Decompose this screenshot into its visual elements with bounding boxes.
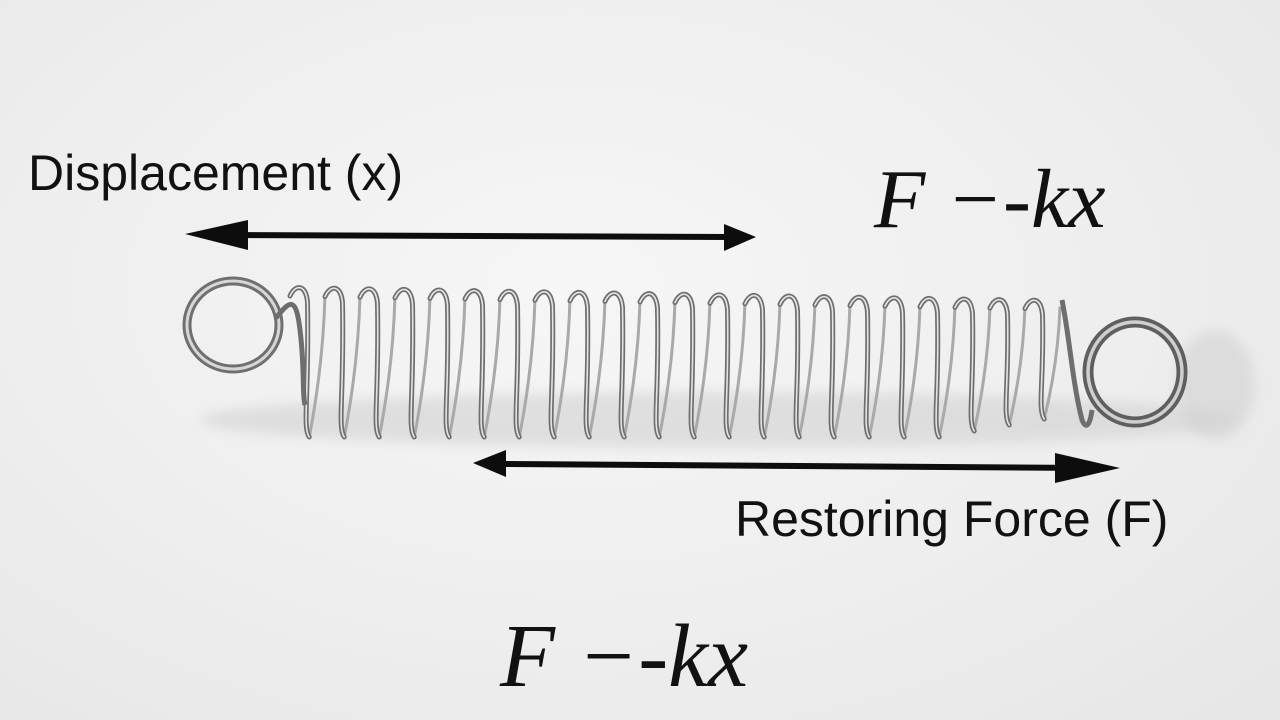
coil-highlight bbox=[394, 288, 416, 438]
coil-back-strand bbox=[692, 300, 712, 438]
coil-highlight bbox=[849, 296, 871, 438]
coil-highlight bbox=[324, 287, 346, 438]
coil-highlight bbox=[814, 295, 836, 438]
coil-back-strand bbox=[377, 295, 397, 438]
restoring-force-label: Restoring Force (F) bbox=[735, 491, 1169, 547]
coil-back-strand bbox=[832, 302, 852, 438]
coil-highlight bbox=[499, 290, 521, 438]
coil-back-strand bbox=[307, 293, 327, 438]
coil-highlight bbox=[359, 288, 381, 438]
spring-coils bbox=[274, 285, 1095, 440]
coil-highlight bbox=[464, 289, 486, 438]
coil-highlight bbox=[779, 295, 801, 438]
coil-highlight bbox=[674, 293, 696, 438]
spring-lead-wire-left bbox=[274, 301, 308, 406]
coil-highlight bbox=[1024, 299, 1046, 420]
coil-back-strand bbox=[972, 305, 992, 432]
coil-highlight bbox=[744, 294, 766, 438]
coil-back-strand bbox=[867, 303, 887, 438]
spring-lead-wire-right bbox=[1059, 299, 1095, 428]
coil-back-strand bbox=[902, 304, 922, 438]
coil-back-strand bbox=[517, 297, 537, 438]
right-loop-shadow bbox=[1175, 330, 1255, 440]
coil-back-strand bbox=[552, 298, 572, 438]
coil-back-strand bbox=[412, 295, 432, 438]
hookes-law-equation-bottom: F −-kx bbox=[500, 607, 749, 706]
coil-highlight bbox=[534, 291, 556, 438]
coil-highlight bbox=[989, 298, 1011, 426]
coil-back-strand bbox=[727, 301, 747, 438]
spring-left-loop bbox=[182, 276, 284, 374]
coil-back-strand bbox=[587, 298, 607, 438]
coil-highlight bbox=[919, 297, 941, 438]
coil-highlight bbox=[954, 298, 976, 432]
spring-right-loop bbox=[1082, 316, 1188, 428]
coil-back-strand bbox=[1007, 305, 1027, 426]
coil-highlight bbox=[709, 294, 731, 438]
coil-back-strand bbox=[797, 302, 817, 438]
coil-back-strand bbox=[657, 299, 677, 438]
coil-back-strand bbox=[937, 304, 957, 438]
coil-highlight bbox=[604, 292, 626, 438]
coil-back-strand bbox=[447, 296, 467, 438]
coil-back-strand bbox=[342, 294, 362, 438]
hookes-law-equation-top: F −-kx bbox=[874, 153, 1106, 246]
coil-highlight bbox=[429, 289, 451, 438]
coil-highlight bbox=[639, 292, 661, 438]
displacement-label: Displacement (x) bbox=[28, 145, 404, 201]
coil-back-strand bbox=[482, 296, 502, 438]
displacement-arrow bbox=[185, 220, 756, 251]
coil-back-strand bbox=[762, 301, 782, 438]
coil-back-strand bbox=[622, 299, 642, 438]
coil-highlight bbox=[289, 286, 311, 438]
coil-highlight bbox=[884, 297, 906, 438]
coil-highlight bbox=[569, 291, 591, 438]
coil-back-strand bbox=[1042, 306, 1062, 420]
restoring-force-arrow bbox=[473, 450, 1120, 483]
